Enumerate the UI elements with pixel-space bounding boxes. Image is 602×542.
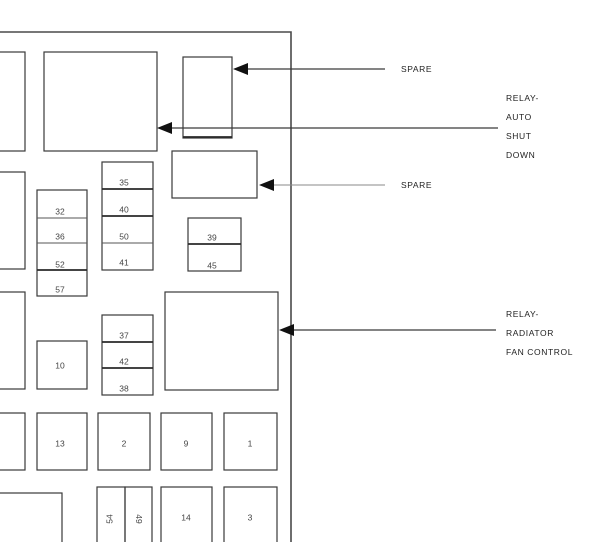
fuse-14 — [160, 486, 213, 542]
callout-relay-asd-line1: RELAY- — [506, 93, 539, 103]
spare-mid-slot — [171, 150, 258, 199]
callout-relay-asd-line4: DOWN — [506, 150, 535, 160]
fuse-9 — [160, 412, 213, 471]
fuse-32-label: 32 — [55, 206, 65, 216]
callout-relay-asd-line3: SHUT — [506, 131, 532, 141]
callout-spare-mid: SPARE — [259, 179, 432, 191]
fuse-13 — [36, 412, 88, 471]
fuse-3-label: 3 — [248, 512, 253, 522]
fuse-column-35-41: 35 40 50 41 — [101, 161, 154, 271]
arrow-icon — [157, 122, 172, 134]
left-block-3 — [0, 291, 26, 390]
left-block-4 — [0, 412, 26, 471]
fuse-pair-54-49: 54 49 — [96, 486, 153, 542]
fuse-10-label: 10 — [55, 360, 65, 370]
fuse-35-label: 35 — [119, 177, 129, 187]
arrow-icon — [259, 179, 274, 191]
callout-relay-rad: RELAY- RADIATOR FAN CONTROL — [279, 309, 573, 357]
fuse-9-label: 9 — [184, 438, 189, 448]
fuse-39-label: 39 — [207, 232, 217, 242]
callout-relay-rad-line1: RELAY- — [506, 309, 539, 319]
fuse-column-32-57: 32 36 52 57 — [36, 189, 88, 297]
callout-relay-asd: RELAY- AUTO SHUT DOWN — [157, 93, 539, 160]
fuse-50-label: 50 — [119, 231, 129, 241]
fuse-37-label: 37 — [119, 330, 129, 340]
fuse-57-label: 57 — [55, 284, 65, 294]
fuse-40-label: 40 — [119, 204, 129, 214]
arrow-icon — [233, 63, 248, 75]
fuse-38-label: 38 — [119, 383, 129, 393]
fuse-2 — [97, 412, 151, 471]
fuse-14-label: 14 — [181, 512, 191, 522]
spare-top-slot — [182, 56, 233, 139]
callout-relay-asd-line2: AUTO — [506, 112, 532, 122]
fuse-49 — [124, 486, 153, 542]
fuse-column-37-38-frame — [101, 314, 154, 396]
callout-spare-top-label: SPARE — [401, 64, 432, 74]
fuse-10 — [36, 340, 88, 390]
callout-spare-top: SPARE — [233, 63, 432, 75]
fuse-1-label: 1 — [248, 438, 253, 448]
relay-radiator-fan-control — [164, 291, 279, 391]
fuse-49-label: 49 — [134, 514, 144, 524]
fuse-42-label: 42 — [119, 356, 129, 366]
fuse-3 — [223, 486, 278, 542]
fuse-52-label: 52 — [55, 259, 65, 269]
callout-relay-rad-line2: RADIATOR — [506, 328, 554, 338]
fuse-1 — [223, 412, 278, 471]
callout-relay-rad-line3: FAN CONTROL — [506, 347, 573, 357]
callout-spare-mid-label: SPARE — [401, 180, 432, 190]
relay-auto-shut-down — [43, 51, 158, 152]
arrow-icon — [279, 324, 294, 336]
fuse-45-label: 45 — [207, 260, 217, 270]
fuse-2-label: 2 — [122, 438, 127, 448]
left-block-1 — [0, 51, 26, 152]
fuse-36-label: 36 — [55, 231, 65, 241]
left-block-5 — [0, 492, 63, 542]
fuse-13-label: 13 — [55, 438, 65, 448]
fuse-54-label: 54 — [104, 514, 114, 524]
fuse-column-37-38: 37 42 38 — [101, 314, 154, 396]
left-block-2 — [0, 171, 26, 270]
fuse-box-outline — [0, 31, 292, 542]
fuse-column-39-45: 39 45 — [187, 217, 242, 272]
fuse-41-label: 41 — [119, 257, 129, 267]
